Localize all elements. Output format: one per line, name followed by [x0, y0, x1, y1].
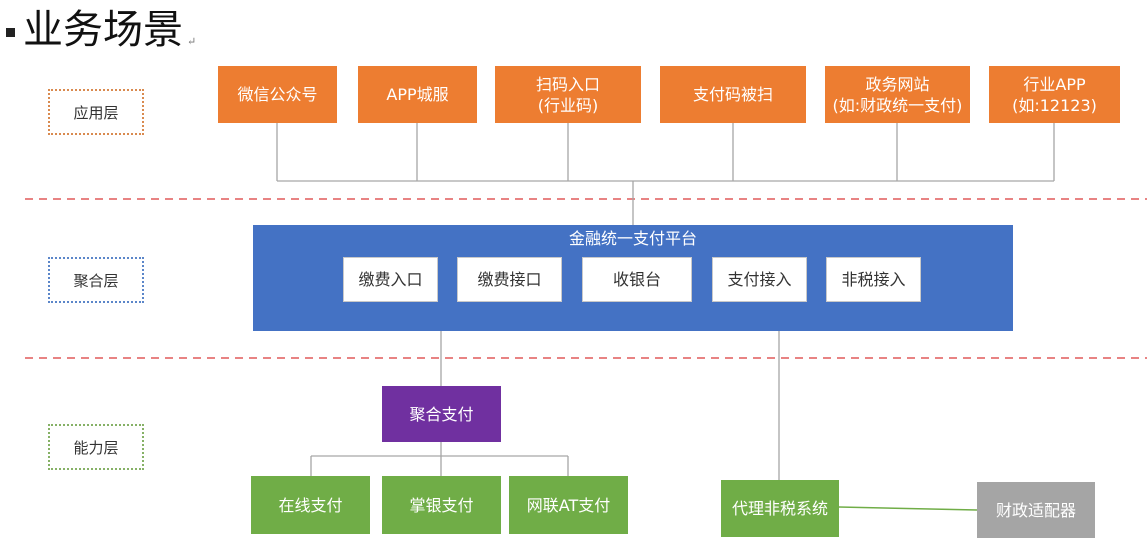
page-title: 业务场景 ↵: [6, 4, 196, 56]
app-box-wechat-official-account[interactable]: 微信公众号: [218, 66, 337, 123]
layer-label-aggregation: 聚合层: [48, 257, 144, 303]
module-payment-entry[interactable]: 缴费入口: [343, 257, 438, 302]
module-payment-access[interactable]: 支付接入: [712, 257, 807, 302]
aggregate-payment-box[interactable]: 聚合支付: [382, 386, 501, 442]
module-payment-interface[interactable]: 缴费接口: [457, 257, 562, 302]
app-box-app-city-service[interactable]: APP城服: [358, 66, 477, 123]
bullet-icon: [6, 27, 15, 37]
channel-online-payment[interactable]: 在线支付: [251, 476, 370, 534]
channel-mobile-bank-payment[interactable]: 掌银支付: [382, 476, 501, 534]
finance-adapter[interactable]: 财政适配器: [977, 482, 1095, 538]
app-box-scan-entry[interactable]: 扫码入口 (行业码): [495, 66, 641, 123]
module-cashier[interactable]: 收银台: [582, 257, 692, 302]
paragraph-mark-icon: ↵: [187, 35, 197, 48]
layer-label-capability: 能力层: [48, 424, 144, 470]
channel-netsunion-at-payment[interactable]: 网联AT支付: [509, 476, 628, 534]
page-title-text: 业务场景: [23, 7, 183, 53]
app-box-payment-code-scanned[interactable]: 支付码被扫: [660, 66, 806, 123]
module-non-tax-access[interactable]: 非税接入: [826, 257, 921, 302]
app-box-industry-app[interactable]: 行业APP (如:12123): [989, 66, 1120, 123]
platform-title: 金融统一支付平台: [568, 229, 697, 248]
agent-non-tax-system[interactable]: 代理非税系统: [721, 480, 839, 537]
layer-label-application: 应用层: [48, 89, 144, 135]
app-box-government-website[interactable]: 政务网站 (如:财政统一支付): [825, 66, 970, 123]
connector-agent-to-adapter: [838, 506, 978, 511]
